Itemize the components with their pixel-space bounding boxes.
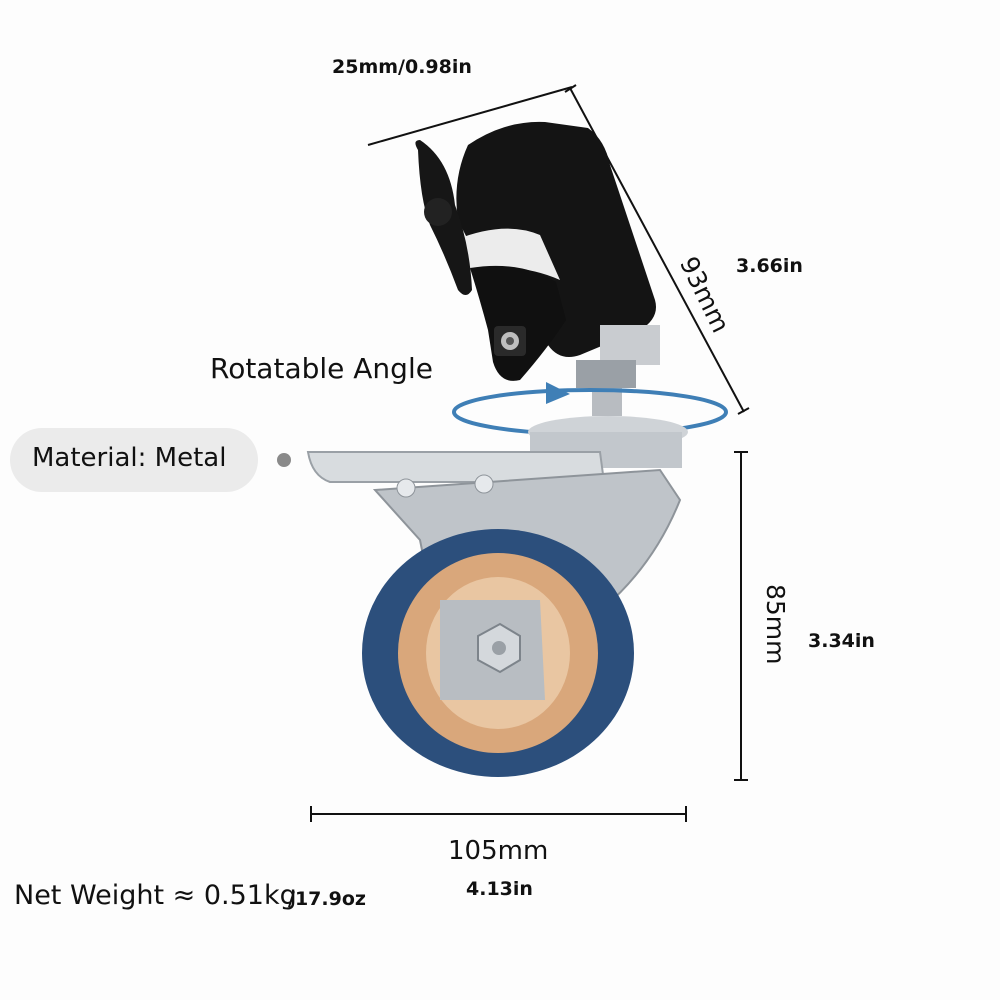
rotatable-angle-label: Rotatable Angle: [210, 352, 433, 385]
material-label: Material: Metal: [32, 443, 227, 473]
top-width-line: [367, 86, 573, 146]
height-85-inch-label: 3.34in: [808, 630, 875, 652]
height-93-inch-label: 3.66in: [736, 255, 803, 277]
net-weight-oz-label: /17.9oz: [288, 888, 366, 910]
material-pill: [10, 428, 258, 492]
width-105-inch-label: 4.13in: [466, 878, 533, 900]
wheel: [362, 529, 634, 777]
height-85-label: 85mm: [761, 584, 790, 665]
clamp: [415, 121, 660, 416]
material-pointer-dot: [277, 453, 291, 467]
width-105-label: 105mm: [448, 836, 549, 866]
top-width-label: 25mm/0.98in: [332, 56, 472, 78]
net-weight-label: Net Weight ≈ 0.51kg: [14, 880, 297, 911]
